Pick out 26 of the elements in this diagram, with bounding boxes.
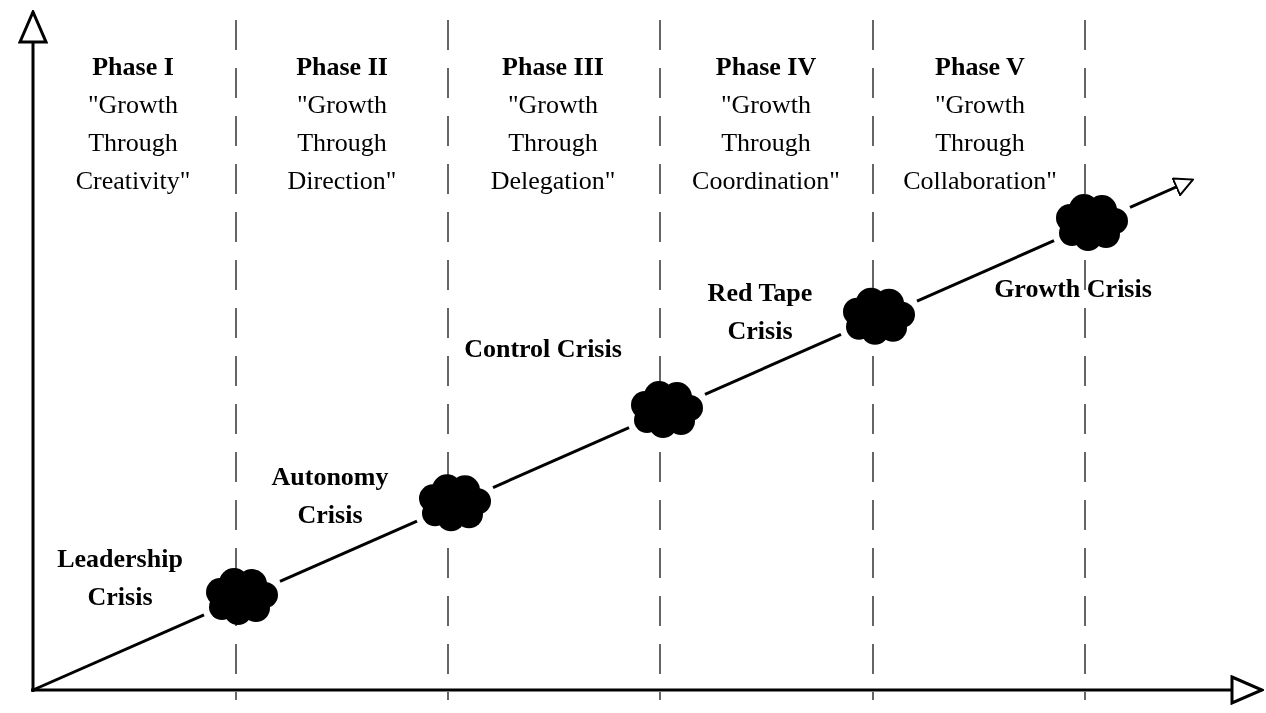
phase-heading: Phase II [295,51,389,83]
phase-description: "Growth Through Creativity" [74,89,192,197]
growth-line [279,519,418,583]
crisis-label: Red Tape Crisis [706,277,814,347]
phase-description: "Growth Through Direction" [286,89,398,197]
crisis-cloud [206,568,278,626]
phase-description: "Growth Through Delegation" [489,89,617,197]
crisis-cloud [631,381,703,438]
crisis-label: Control Crisis [463,333,623,365]
phase-description: "Growth Through Collaboration" [902,89,1058,197]
crisis-cloud [1056,194,1128,251]
phase-description: "Growth Through Coordination" [691,89,841,197]
phase-heading: Phase IV [714,51,818,83]
crisis-cloud [419,474,491,532]
growth-line [492,426,630,489]
crisis-cloud [843,287,915,345]
growth-line [32,613,205,692]
growth-line [916,239,1055,303]
crisis-label: Growth Crisis [993,273,1153,305]
crisis-label: Autonomy Crisis [270,461,390,531]
phase-heading: Phase I [91,51,175,83]
phase-heading: Phase III [501,51,605,83]
growth-arrow [1129,177,1194,209]
phase-heading: Phase V [934,51,1026,83]
growth-line [704,333,842,396]
crisis-label: Leadership Crisis [56,543,184,613]
